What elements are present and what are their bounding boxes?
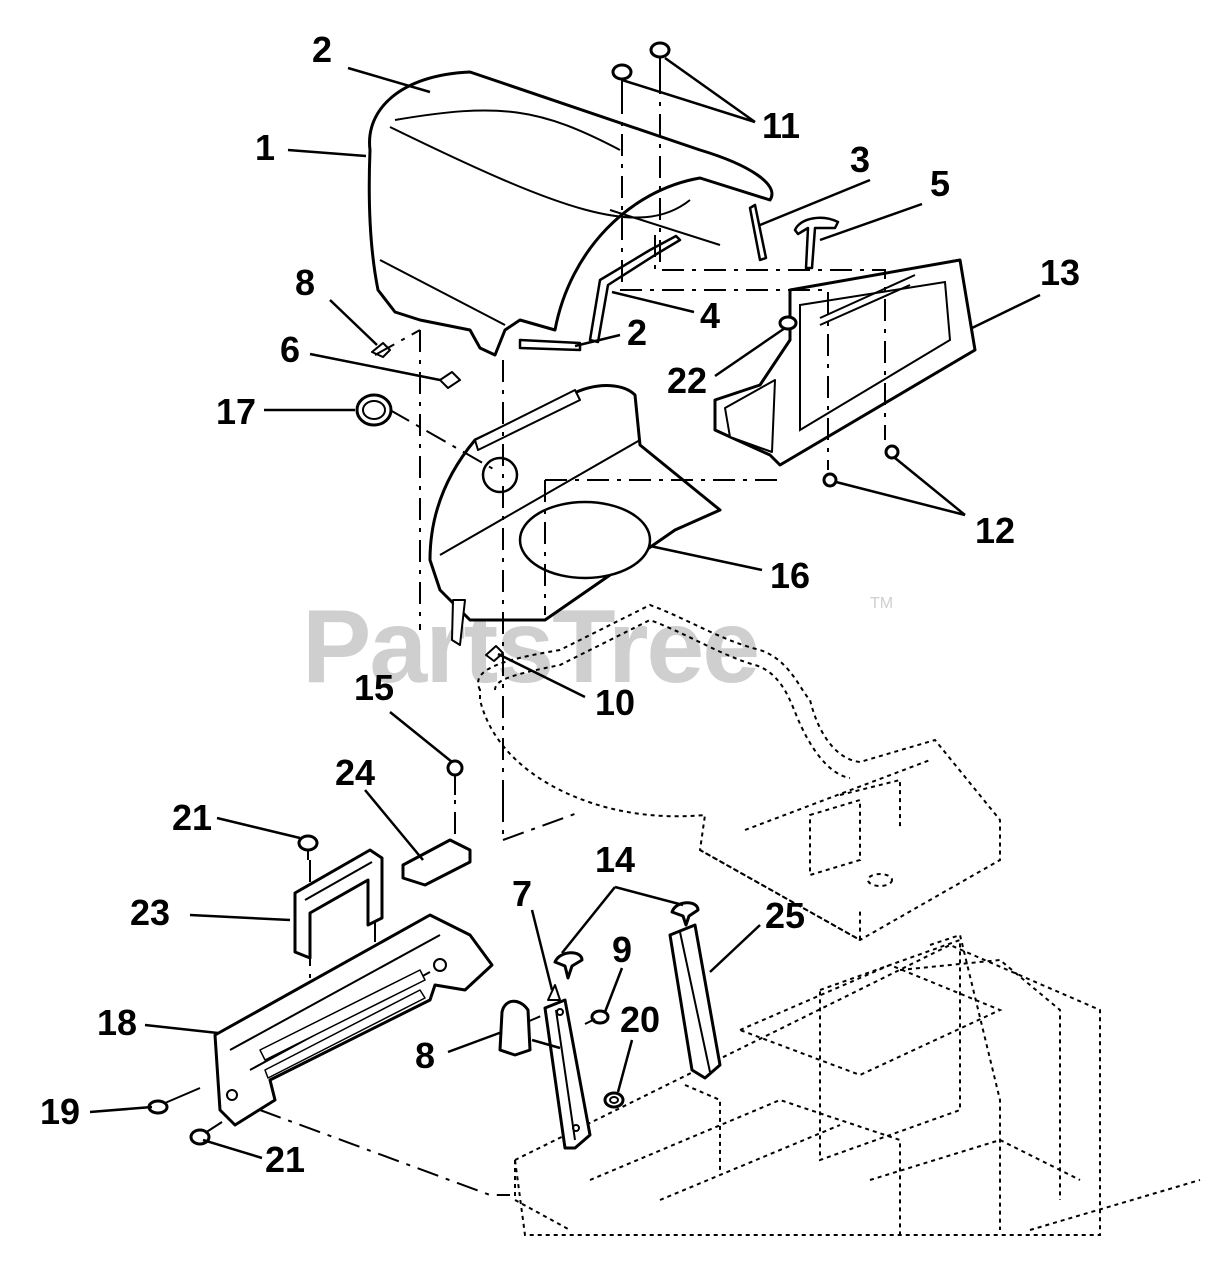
chassis-frame [513,933,1201,1236]
callout-21-top: 21 [172,797,212,838]
bolt-19 [147,1087,201,1115]
dash-panel [713,258,977,467]
screw-9 [584,1009,610,1025]
screw-10 [485,645,504,662]
hood [367,70,774,357]
plug-14a [553,951,584,980]
bracket-23 [293,848,384,960]
screw-15 [446,759,464,795]
fuel-cap [355,393,393,427]
carriage-bolts [611,41,671,92]
callout-22: 22 [667,360,707,401]
callout-13: 13 [1040,252,1080,293]
callout-14: 14 [595,839,635,880]
nut-20 [603,1091,625,1109]
callout-5: 5 [930,163,950,204]
plate-24 [401,838,472,887]
callout-8-top: 8 [295,262,315,303]
hood-handle [793,216,840,270]
callout-12: 12 [975,510,1015,551]
callout-18: 18 [97,1002,137,1043]
clip-8-upper [371,342,391,358]
hood-bumper [518,338,582,352]
nut-12b [822,472,838,488]
screw-6 [439,371,461,389]
bracket-7 [543,984,592,1150]
callout-23: 23 [130,892,170,933]
callout-24: 24 [335,752,375,793]
hood-retainer [748,203,768,262]
plug-14b [670,901,700,927]
callout-7: 7 [512,873,532,914]
leader-lines [89,56,1041,1160]
watermark-trademark: TM [870,595,893,612]
fuel-line [588,234,682,344]
callout-9: 9 [612,929,632,970]
clip-8-lower [498,999,532,1057]
bolt-21-upper [297,834,319,860]
callout-11: 11 [762,105,800,146]
callout-16: 16 [770,555,810,596]
callout-8-bottom: 8 [415,1035,435,1076]
hood-support [213,913,494,1127]
callout-4: 4 [700,295,720,336]
callout-10: 10 [595,682,635,723]
callout-15: 15 [354,667,394,708]
nut-12a [884,444,900,460]
callout-19: 19 [40,1091,80,1132]
callout-2-mid: 2 [627,312,647,353]
grommet [778,315,798,331]
callout-20: 20 [620,999,660,1040]
support-25 [668,923,722,1080]
callout-21-bottom: 21 [265,1139,305,1180]
callout-25: 25 [765,895,805,936]
assembly-lines [259,72,886,1196]
callout-6: 6 [280,329,300,370]
callout-3: 3 [850,139,870,180]
callout-1: 1 [255,127,275,168]
callout-labels: 2 1 11 3 5 4 2 8 6 17 13 22 12 16 10 15 … [40,29,1080,1180]
callout-2-top: 2 [312,29,332,70]
callout-17: 17 [216,391,256,432]
